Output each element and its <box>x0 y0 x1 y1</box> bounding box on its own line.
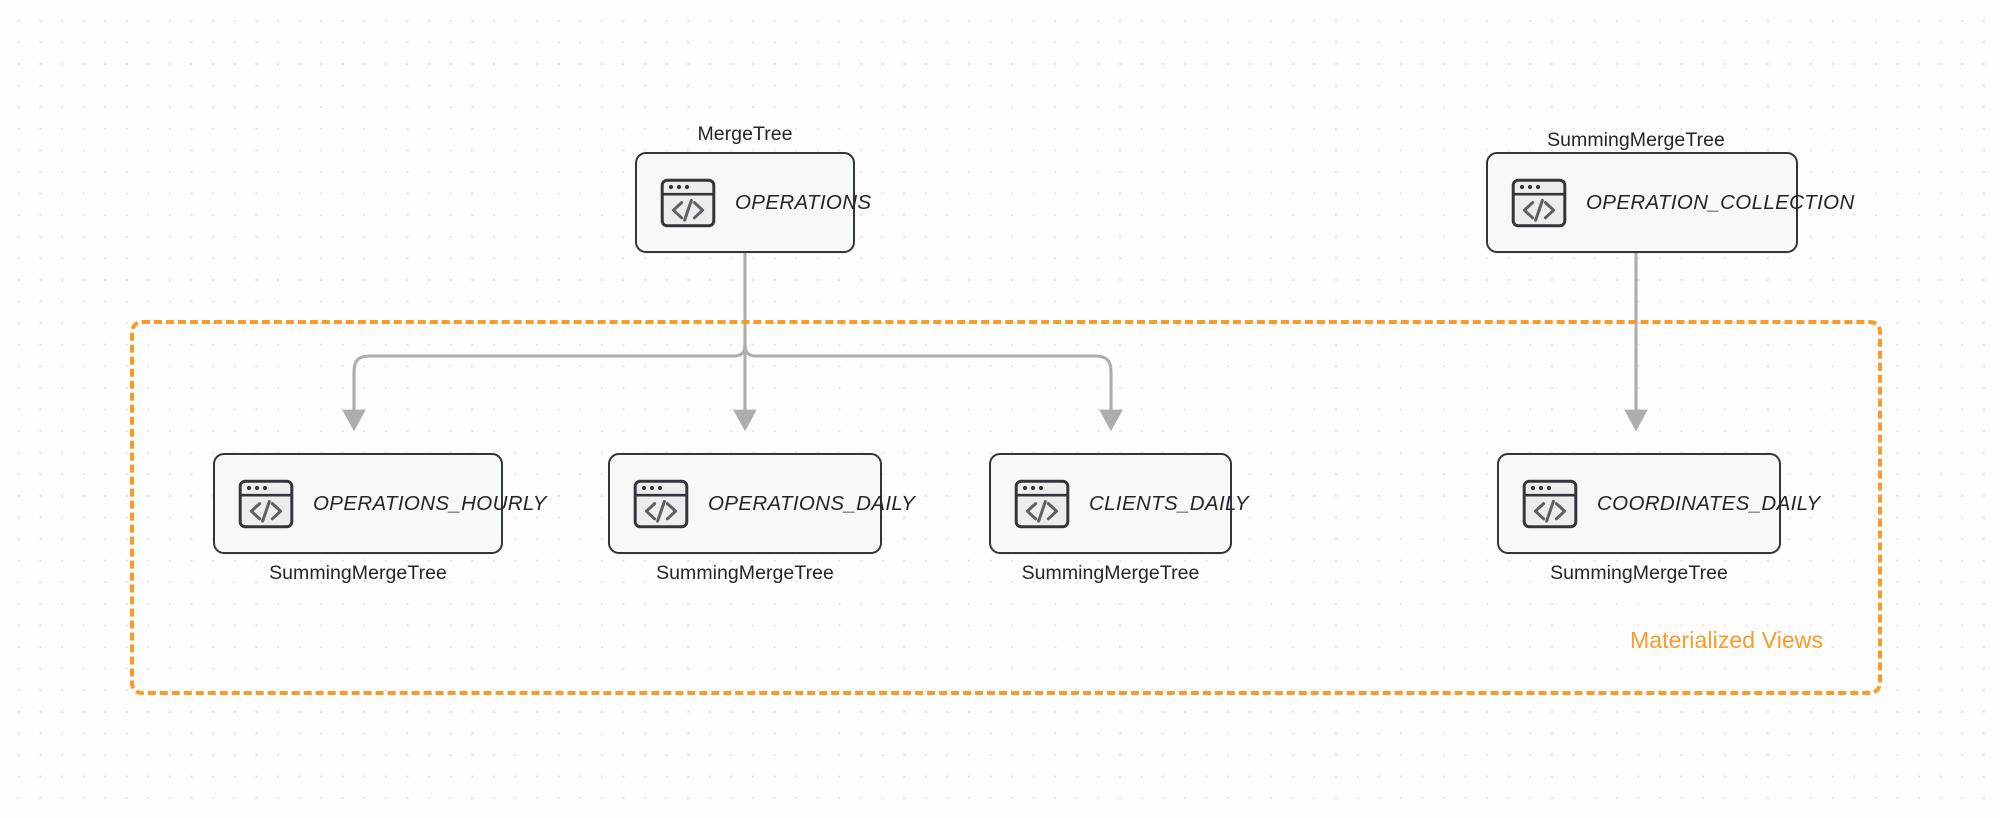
code-window-icon <box>1522 479 1578 528</box>
code-window-icon <box>1014 479 1070 528</box>
node-operations-daily[interactable]: OPERATIONS_DAILY <box>608 453 915 554</box>
node-label-operations-hourly: OPERATIONS_HOURLY <box>313 491 547 515</box>
node-caption-coordinates-daily: SummingMergeTree <box>1550 562 1728 584</box>
node-caption-operation-collection: SummingMergeTree <box>1547 129 1725 151</box>
node-operations-hourly[interactable]: OPERATIONS_HOURLY <box>213 453 546 554</box>
node-label-operations-daily: OPERATIONS_DAILY <box>708 491 916 515</box>
node-operation-collection[interactable]: OPERATION_COLLECTION <box>1486 152 1854 253</box>
code-window-icon <box>1511 178 1567 227</box>
node-coordinates-daily[interactable]: COORDINATES_DAILY <box>1497 453 1820 554</box>
materialized-views-label: Materialized Views <box>1630 627 1824 653</box>
node-label-operations: OPERATIONS <box>735 190 872 214</box>
node-clients-daily[interactable]: CLIENTS_DAILY <box>989 453 1249 554</box>
code-window-icon <box>633 479 689 528</box>
materialized-views-group <box>130 320 1882 695</box>
node-caption-operations: MergeTree <box>697 123 793 145</box>
node-caption-operations-hourly: SummingMergeTree <box>269 562 447 584</box>
node-caption-clients-daily: SummingMergeTree <box>1021 562 1200 584</box>
node-label-clients-daily: CLIENTS_DAILY <box>1089 491 1249 515</box>
code-window-icon <box>660 178 716 227</box>
node-label-coordinates-daily: COORDINATES_DAILY <box>1597 491 1821 515</box>
node-label-operation-collection: OPERATION_COLLECTION <box>1586 190 1855 214</box>
node-caption-operations-daily: SummingMergeTree <box>656 562 834 584</box>
node-operations[interactable]: OPERATIONS <box>635 152 871 253</box>
code-window-icon <box>238 479 294 528</box>
